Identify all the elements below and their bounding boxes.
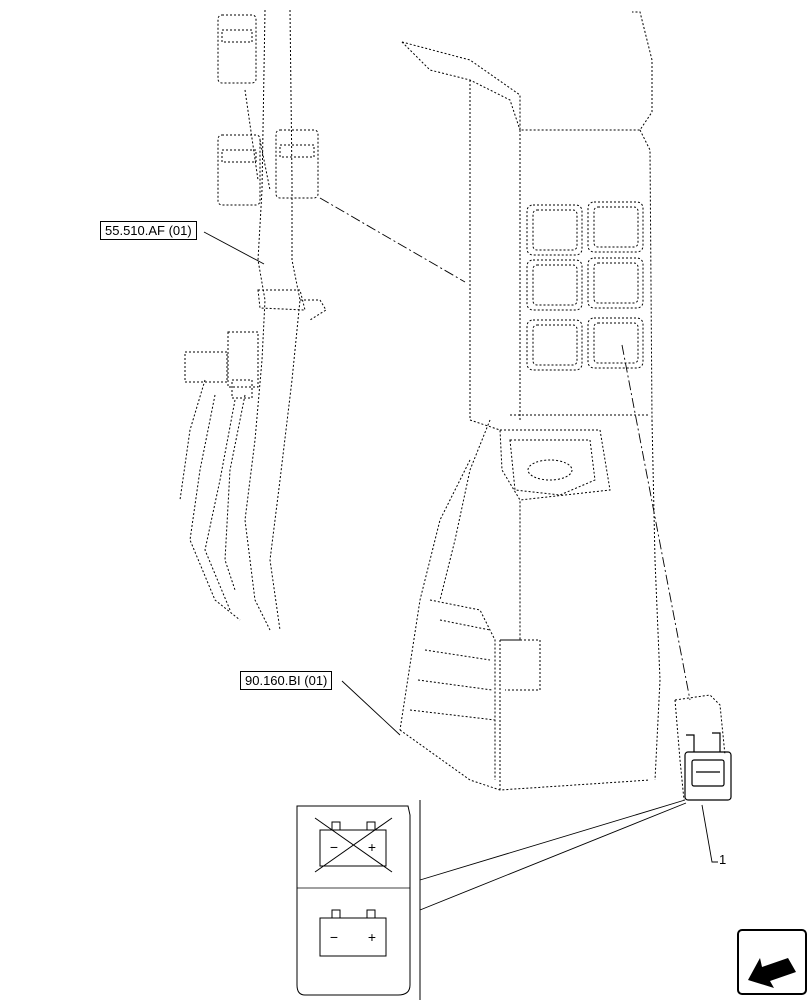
switch-slots (526, 201, 644, 371)
battery-crossed-plus: + (368, 839, 376, 855)
rocker-switch (674, 694, 726, 801)
battery-crossed-minus: − (330, 839, 338, 855)
harness-connectors (184, 14, 319, 399)
battery-crossed-icon (314, 817, 393, 873)
battery-detail-box: − + − + (296, 805, 411, 996)
panel-reference-label[interactable]: 90.160.BI (01) (240, 671, 333, 690)
battery-minus: − (330, 929, 338, 945)
back-arrow-icon[interactable] (737, 929, 807, 995)
leader-lines (203, 197, 718, 1000)
console-panel (399, 11, 661, 791)
rocker-switch-body (684, 732, 732, 801)
wiring-harness (179, 9, 327, 631)
harness-reference-label[interactable]: 55.510.AF (01) (100, 221, 197, 240)
battery-icon (319, 909, 387, 957)
battery-plus: + (368, 929, 376, 945)
item-number-label: 1 (719, 852, 727, 867)
